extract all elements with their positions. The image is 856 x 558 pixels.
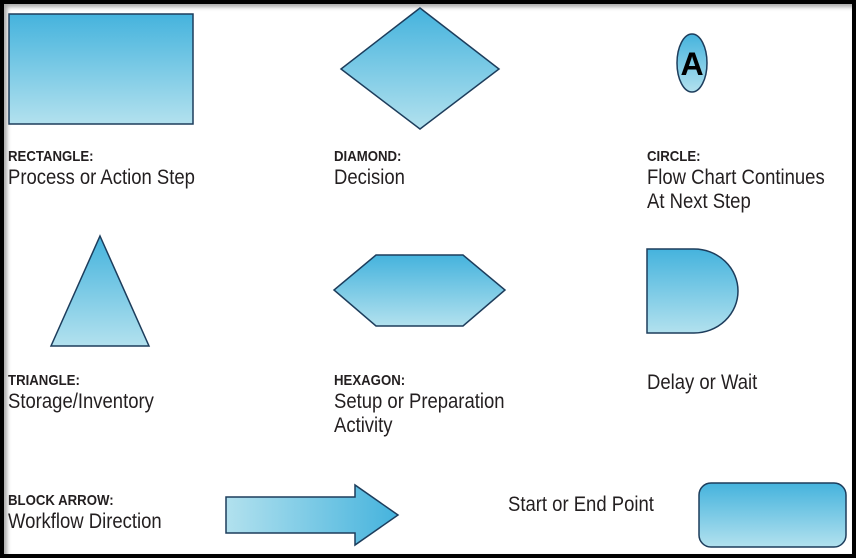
- hexagon-title: HEXAGON:: [334, 372, 406, 389]
- circle-caption: CIRCLE: Flow Chart Continues At Next Ste…: [647, 148, 849, 214]
- circle-description-line2: At Next Step: [647, 190, 751, 213]
- diamond-shape: [339, 7, 501, 130]
- rectangle-description: Process or Action Step: [8, 166, 195, 189]
- hexagon-description-line1: Setup or Preparation: [334, 390, 505, 413]
- block-arrow-title: BLOCK ARROW:: [8, 492, 114, 509]
- rectangle-caption: RECTANGLE: Process or Action Step: [8, 148, 220, 190]
- rectangle-title: RECTANGLE:: [8, 148, 94, 165]
- diamond-description: Decision: [334, 166, 405, 189]
- block-arrow-description: Workflow Direction: [8, 510, 162, 533]
- diamond-title: DIAMOND:: [334, 148, 402, 165]
- circle-description-line1: Flow Chart Continues: [647, 166, 825, 189]
- terminal-shape: [698, 482, 847, 548]
- terminal-caption: Start or End Point: [508, 493, 674, 517]
- triangle-description: Storage/Inventory: [8, 390, 154, 413]
- block-arrow-shape: [225, 483, 400, 547]
- block-arrow-caption: BLOCK ARROW: Workflow Direction: [8, 492, 183, 534]
- delay-caption: Delay or Wait: [647, 371, 772, 395]
- rectangle-shape: [8, 13, 194, 125]
- hexagon-description-line2: Activity: [334, 414, 393, 437]
- delay-shape: [646, 248, 739, 334]
- triangle-caption: TRIANGLE: Storage/Inventory: [8, 372, 174, 414]
- diamond-caption: DIAMOND: Decision: [334, 148, 415, 190]
- circle-title: CIRCLE:: [647, 148, 701, 165]
- connector-letter: A: [680, 46, 703, 82]
- hexagon-caption: HEXAGON: Setup or Preparation Activity: [334, 372, 528, 438]
- triangle-shape: [49, 234, 151, 347]
- delay-description: Delay or Wait: [647, 371, 758, 394]
- terminal-description: Start or End Point: [508, 493, 654, 516]
- triangle-title: TRIANGLE:: [8, 372, 80, 389]
- hexagon-shape: [332, 254, 507, 327]
- circle-connector-shape: [676, 33, 708, 93]
